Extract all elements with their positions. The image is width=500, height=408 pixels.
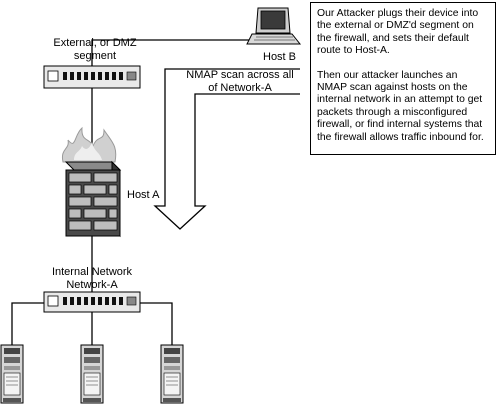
- description-callout: Our Attacker plugs their device into the…: [310, 2, 496, 155]
- external-segment-label: External, or DMZ segment: [53, 37, 137, 62]
- nmap-scan-arrow: [153, 68, 300, 230]
- internal-network-label: Internal Network Network-A: [51, 266, 133, 291]
- nmap-scan-label: NMAP scan across all of Network-A: [186, 69, 294, 94]
- link-hub-to-server-right: [140, 302, 173, 345]
- host-a-label: Host A: [127, 189, 160, 201]
- external-hub-icon: [43, 65, 141, 89]
- firewall-icon: [61, 126, 122, 238]
- link-hub-to-server-left: [11, 302, 44, 345]
- server-icon-middle: [80, 344, 104, 404]
- server-icon-left: [0, 344, 24, 404]
- callout-paragraph-1: Our Attacker plugs their device into the…: [317, 8, 479, 57]
- network-links: [11, 39, 255, 345]
- internal-hub-icon: [43, 291, 141, 313]
- server-icon-right: [160, 344, 184, 404]
- host-b-label: Host B: [263, 51, 297, 63]
- callout-paragraph-2: Then our attacker launches an NMAP scan …: [317, 69, 484, 143]
- laptop-icon: [246, 7, 302, 45]
- link-hostb-to-dmz-hub: [91, 39, 255, 66]
